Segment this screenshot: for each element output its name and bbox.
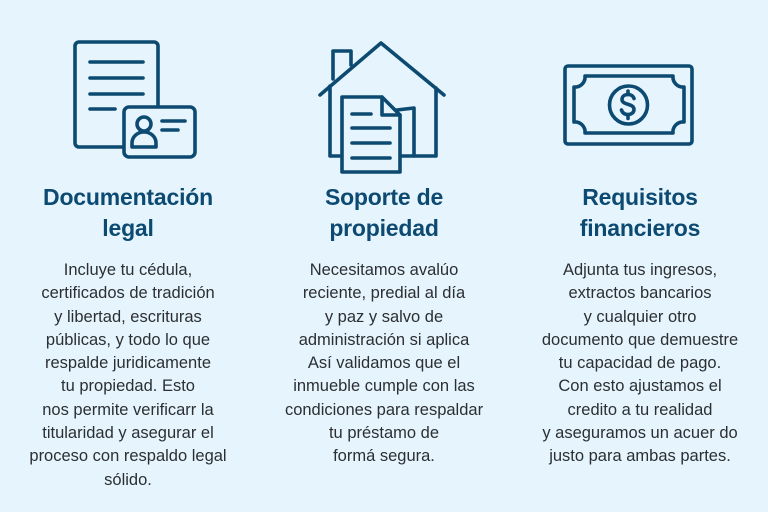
banknote-dollar-icon [512, 0, 768, 180]
card-documentacion-legal: Documentación legal Incluye tu cédula, c… [0, 0, 256, 512]
card-title: Soporte de propiedad [324, 184, 444, 241]
card-soporte-de-propiedad: Soporte de propiedad Necesitamos avalúo … [256, 0, 512, 512]
card-description: Necesitamos avalúo reciente, predial al … [284, 261, 484, 466]
card-description: Adjunta tus ingresos, extractos bancario… [541, 261, 739, 466]
card-title: Documentación legal [43, 184, 213, 241]
document-with-id-card-icon [0, 0, 256, 180]
card-requisitos-financieros: Requisitos financieros Adjunta tus ingre… [512, 0, 768, 512]
card-title: Requisitos financieros [579, 184, 701, 241]
house-with-document-icon [256, 0, 512, 180]
card-description: Incluye tu cédula, certificados de tradi… [29, 261, 227, 489]
